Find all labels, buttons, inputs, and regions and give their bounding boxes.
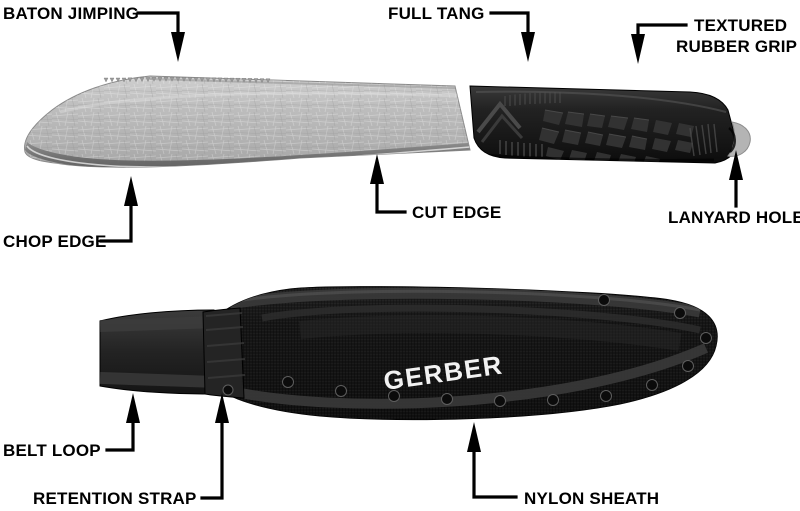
callout-label-textured-line1: TEXTURED [694, 16, 788, 35]
retention-strap [202, 307, 246, 399]
callout-arrowheads [124, 32, 743, 452]
callout-label-retention-strap: RETENTION STRAP [33, 489, 197, 508]
arrowhead-retention-strap [215, 393, 229, 423]
leader-chop-edge [99, 202, 133, 243]
arrowhead-baton-jimping [171, 32, 185, 62]
callout-label-chop-edge: CHOP EDGE [3, 232, 107, 251]
knife-blade [24, 75, 506, 168]
callout-label-lanyard-hole: LANYARD HOLE [668, 208, 800, 227]
blade-bevel [25, 142, 470, 168]
sheath-illustration: GERBER [99, 286, 718, 421]
leader-full-tang [489, 11, 530, 36]
arrowhead-lanyard-hole [729, 150, 743, 180]
callout-label-cut-edge: CUT EDGE [412, 203, 502, 222]
callout-label-belt-loop: BELT LOOP [3, 441, 101, 460]
arrowhead-cut-edge [370, 154, 384, 184]
rubber-texture [539, 110, 694, 163]
arrowhead-textured-grip [631, 34, 645, 64]
rubber-texture-highlights [541, 109, 650, 140]
arrowhead-chop-edge [124, 176, 138, 206]
callout-label-nylon-sheath: NYLON SHEATH [524, 489, 660, 508]
baton-jimping-serrations [103, 77, 271, 84]
handle-jimping [504, 92, 561, 106]
callout-label-baton-jimping: BATON JIMPING [3, 4, 140, 23]
leader-retention-strap [200, 419, 224, 500]
leader-cut-edge [375, 180, 407, 214]
leader-textured-grip [636, 23, 688, 38]
leader-nylon-sheath [472, 448, 518, 499]
arrowhead-belt-loop [126, 393, 140, 423]
sheath-rivets [222, 294, 712, 407]
knife-illustration [24, 75, 751, 168]
callout-label-full-tang: FULL TANG [388, 4, 485, 23]
arrowhead-nylon-sheath [467, 422, 481, 452]
leader-baton-jimping [136, 11, 180, 36]
callout-label-textured-line2: RUBBER GRIP [676, 37, 798, 56]
knife-handle [469, 85, 751, 164]
leader-belt-loop [105, 419, 135, 452]
arrowhead-full-tang [521, 32, 535, 62]
